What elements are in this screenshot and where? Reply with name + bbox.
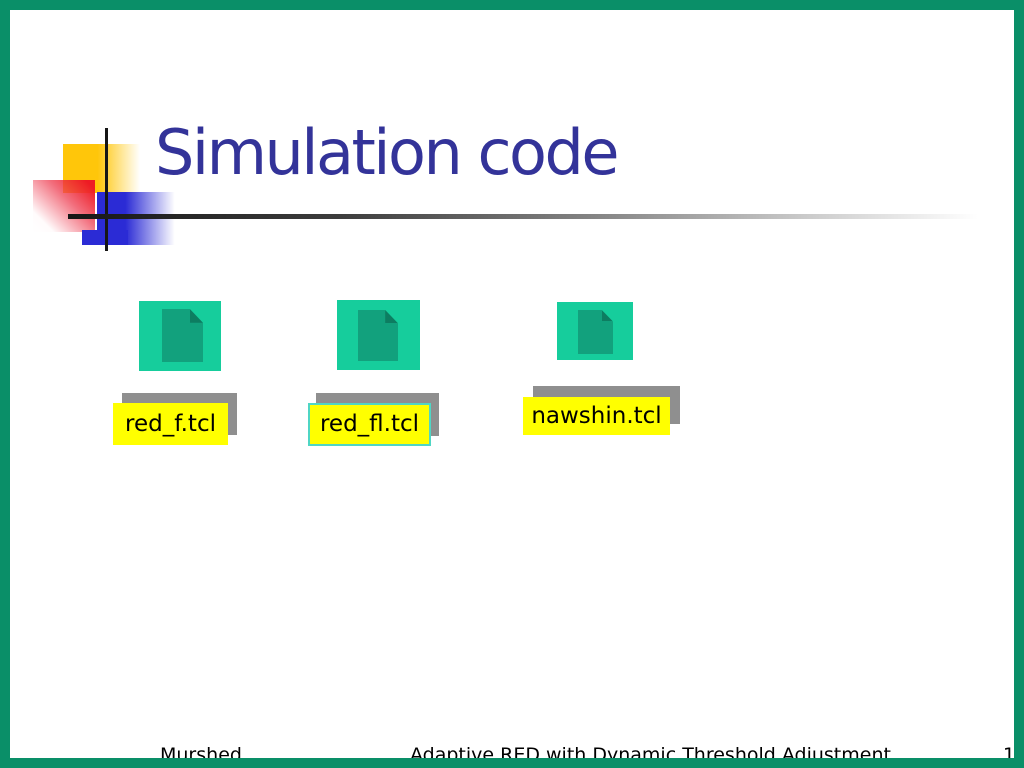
file-label-text: nawshin.tcl bbox=[531, 402, 662, 429]
document-page-shape bbox=[578, 310, 613, 354]
file-label-text: red_f.tcl bbox=[125, 410, 216, 437]
file-label-red_f: red_f.tcl bbox=[113, 403, 228, 445]
document-page-shape bbox=[358, 310, 398, 361]
document-fold-corner bbox=[189, 309, 203, 323]
document-page-shape bbox=[162, 309, 203, 362]
title-underline-rule bbox=[68, 214, 978, 219]
footer-author: Murshed bbox=[160, 744, 242, 766]
footer-presentation-title: Adaptive RED with Dynamic Threshold Adju… bbox=[410, 744, 891, 766]
file-label-text: red_fl.tcl bbox=[319, 411, 420, 437]
footer-page-number: 14 bbox=[1003, 744, 1016, 766]
file-label-nawshin: nawshin.tcl bbox=[523, 397, 670, 435]
document-icon bbox=[557, 302, 633, 360]
slide-title: Simulation code bbox=[155, 116, 619, 189]
document-fold-corner bbox=[601, 310, 613, 322]
file-label-red_fl: red_fl.tcl bbox=[308, 403, 431, 446]
decoration-vertical-line bbox=[105, 128, 108, 251]
document-icon bbox=[337, 300, 420, 370]
document-fold-corner bbox=[385, 310, 398, 324]
decoration-red-square bbox=[33, 180, 95, 232]
document-icon bbox=[139, 301, 221, 371]
